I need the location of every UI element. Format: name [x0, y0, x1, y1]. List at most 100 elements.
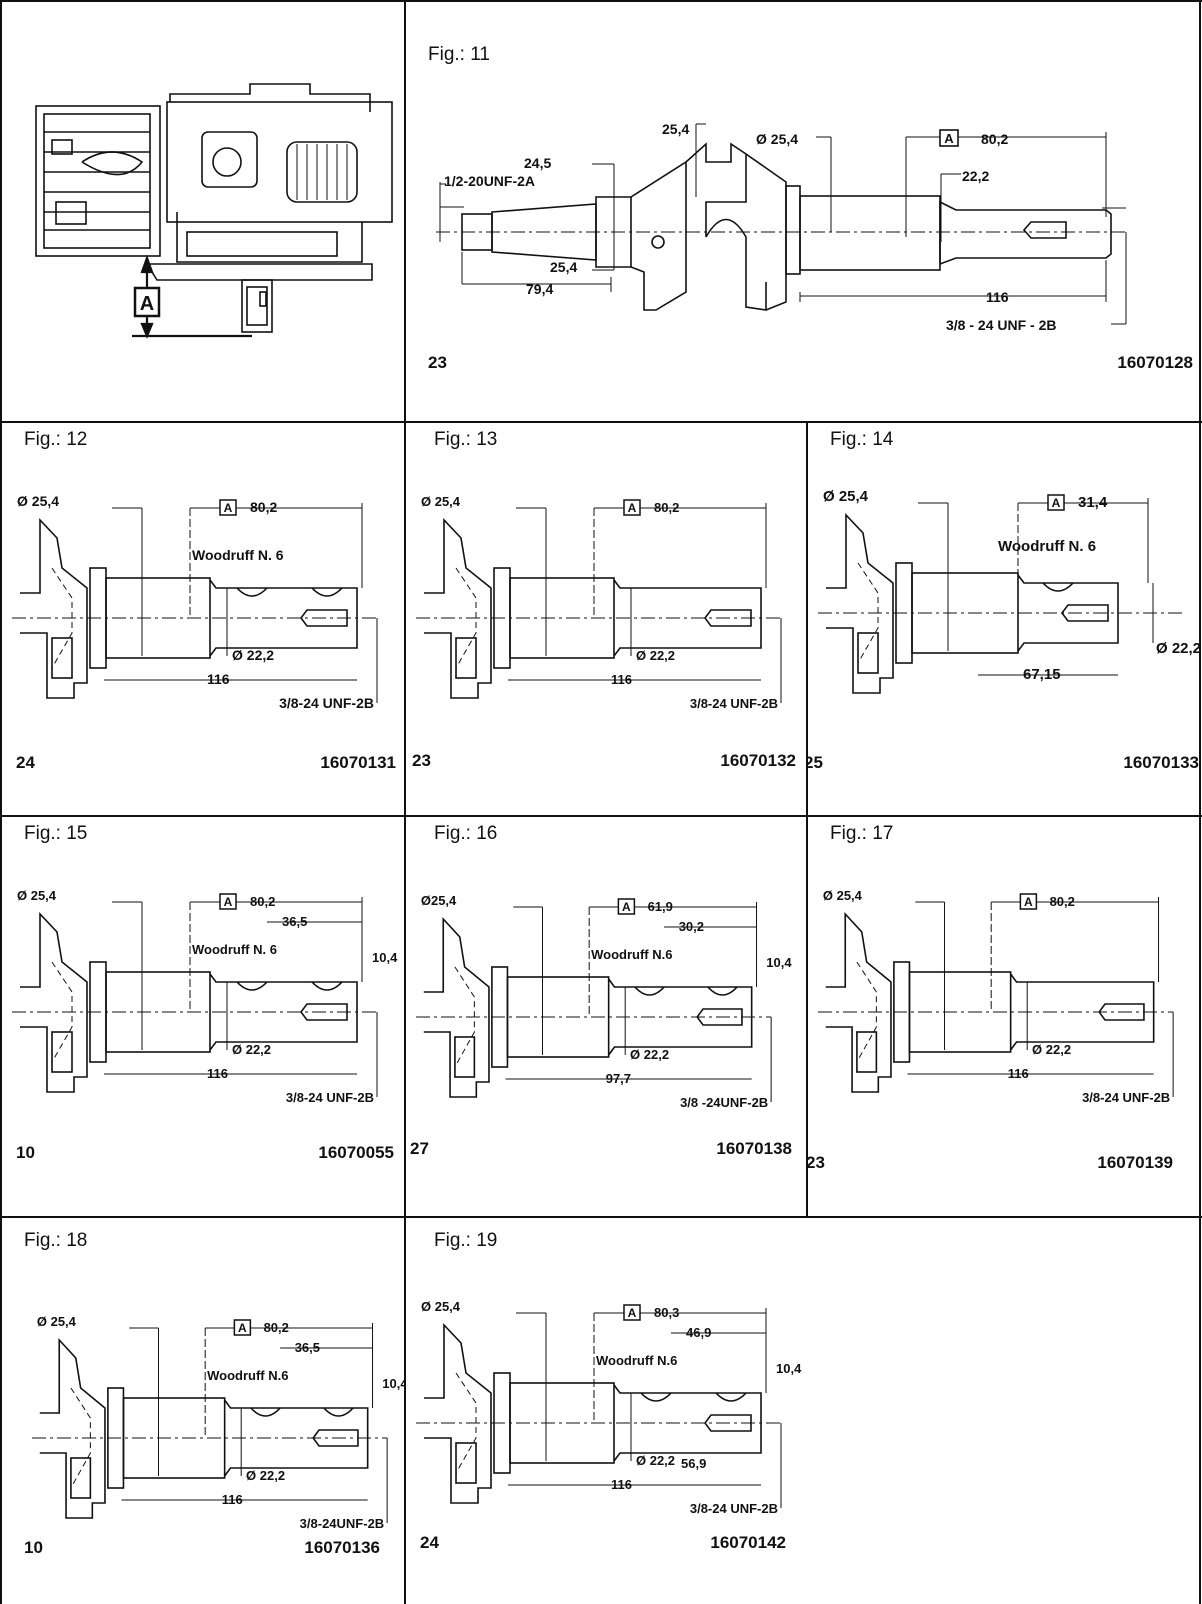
datum-a-text: A: [224, 501, 233, 515]
hidden-edge: [51, 567, 73, 669]
figure-19-part-number: 16070142: [710, 1533, 786, 1552]
datum-a-text: A: [238, 1321, 247, 1335]
dim-a-length: 80,2: [654, 500, 679, 515]
woodruff-label: Woodruff N.6: [596, 1353, 677, 1368]
dim-dia-254: Ø 25,4: [37, 1314, 77, 1329]
datum-a-box: [623, 1304, 641, 1321]
datum-a-text: A: [1024, 895, 1033, 909]
dim-dia-254: Ø 25,4: [823, 888, 863, 903]
figure-18-quantity: 10: [24, 1538, 43, 1557]
crank-web: [20, 911, 88, 1093]
hidden-edge: [455, 1372, 477, 1474]
figure-13-quantity: 23: [412, 751, 431, 770]
grid-vertical-2: [806, 421, 808, 1218]
grid-horizontal-2: [0, 815, 1202, 817]
dim-key-height: 10,4: [776, 1361, 802, 1376]
dim-dia-222: Ø 22,2: [636, 648, 675, 663]
dim-dia-254: Ø 25,4: [421, 1299, 461, 1314]
main-journal: [122, 1397, 226, 1479]
dim-dia-254: Ø25,4: [421, 893, 457, 908]
tapped-hole: [1061, 604, 1109, 622]
woodruff-label: Woodruff N. 6: [192, 547, 284, 563]
woodruff-key-2: [311, 981, 343, 991]
dim-dia-222: Ø 22,2: [636, 1453, 675, 1468]
figure-11-part-number: 16070128: [1117, 353, 1193, 372]
crank-web: [423, 916, 490, 1098]
grid-horizontal-3: [0, 1216, 1202, 1218]
thread-callout: 3/8-24 UNF-2B: [286, 1090, 374, 1105]
figure-19-quantity: 24: [420, 1533, 439, 1552]
datum-a-text: A: [628, 501, 637, 515]
datum-a-box: [219, 499, 237, 516]
f11-a-len: 80,2: [981, 131, 1008, 147]
thread-callout: 3/8-24 UNF-2B: [690, 1501, 778, 1516]
counterweight: [454, 1036, 476, 1078]
figure-13-label: Fig.: 13: [434, 429, 498, 450]
figure-17-quantity: 23: [808, 1153, 825, 1172]
thread-callout: 3/8-24 UNF-2B: [1082, 1090, 1170, 1105]
figure-16-part-number: 16070138: [716, 1139, 792, 1158]
dim-dia-222: Ø 22,2: [630, 1047, 669, 1062]
figure-11-drawing: A 1/2-20UNF-2A 24,5 25,4 25,4 79,4 Ø 25,…: [436, 121, 1127, 333]
datum-a-box: [1019, 893, 1038, 910]
figure-15-part-number: 16070055: [318, 1143, 394, 1162]
f11-dim-254-top: 25,4: [662, 121, 689, 137]
figure-11-quantity: 23: [428, 353, 447, 372]
dim-overall-length: 97,7: [606, 1071, 631, 1086]
dim-dia-222: Ø 22,2: [1032, 1042, 1071, 1057]
woodruff-key-1: [236, 587, 268, 597]
hidden-edge: [857, 562, 879, 664]
woodruff-key-1: [634, 986, 665, 996]
datum-a-text: A: [224, 895, 233, 909]
f11-dim-222: 22,2: [962, 168, 989, 184]
hidden-edge: [454, 966, 475, 1068]
crank-web: [825, 911, 892, 1093]
dim-dia-254: Ø 25,4: [17, 888, 57, 903]
pto-shaft: [613, 579, 762, 657]
dim-key-height: 10,4: [382, 1376, 404, 1391]
dim-dia-222: Ø 22,2: [232, 647, 274, 663]
counterweight: [455, 637, 477, 679]
thread-callout: 3/8-24UNF-2B: [300, 1516, 385, 1531]
dim-a-length: 80,2: [250, 894, 275, 909]
datum-a-box: [617, 898, 636, 915]
f11-len: 116: [986, 289, 1009, 305]
counterweight: [455, 1442, 477, 1484]
pto-shaft: [1017, 574, 1119, 652]
dim-key-length: 30,2: [679, 919, 704, 934]
dim-overall-length: 67,15: [1023, 666, 1061, 683]
hidden-edge: [856, 961, 877, 1063]
dim-dia-254: Ø 25,4: [823, 488, 869, 505]
main-journal: [105, 577, 211, 659]
crank-web: [20, 517, 88, 699]
dim-overall-length: 116: [207, 671, 230, 687]
figure-12-label: Fig.: 12: [24, 429, 88, 450]
figure-18-label: Fig.: 18: [24, 1230, 88, 1251]
main-journal: [509, 1382, 615, 1464]
main-journal: [908, 971, 1012, 1053]
dim-a-length: 61,9: [648, 899, 673, 914]
counterweight: [70, 1457, 92, 1499]
dim-key-height: 10,4: [372, 950, 398, 965]
f11-datum: A: [944, 131, 954, 146]
woodruff-key-1: [640, 1392, 672, 1402]
tapped-hole: [300, 609, 348, 627]
thread-callout: 3/8-24 UNF-2B: [690, 696, 778, 711]
empty-cell: [808, 1218, 1199, 1604]
datum-a-box: [1047, 494, 1065, 511]
datum-a-text: A: [622, 900, 631, 914]
dim-dia-222: Ø 22,2: [1156, 640, 1199, 657]
figure-16-quantity: 27: [410, 1139, 429, 1158]
thread-callout: 3/8-24 UNF-2B: [279, 695, 374, 711]
woodruff-label: Woodruff N. 6: [192, 942, 277, 957]
dim-dia-222: Ø 22,2: [232, 1042, 271, 1057]
hidden-edge: [455, 567, 477, 669]
